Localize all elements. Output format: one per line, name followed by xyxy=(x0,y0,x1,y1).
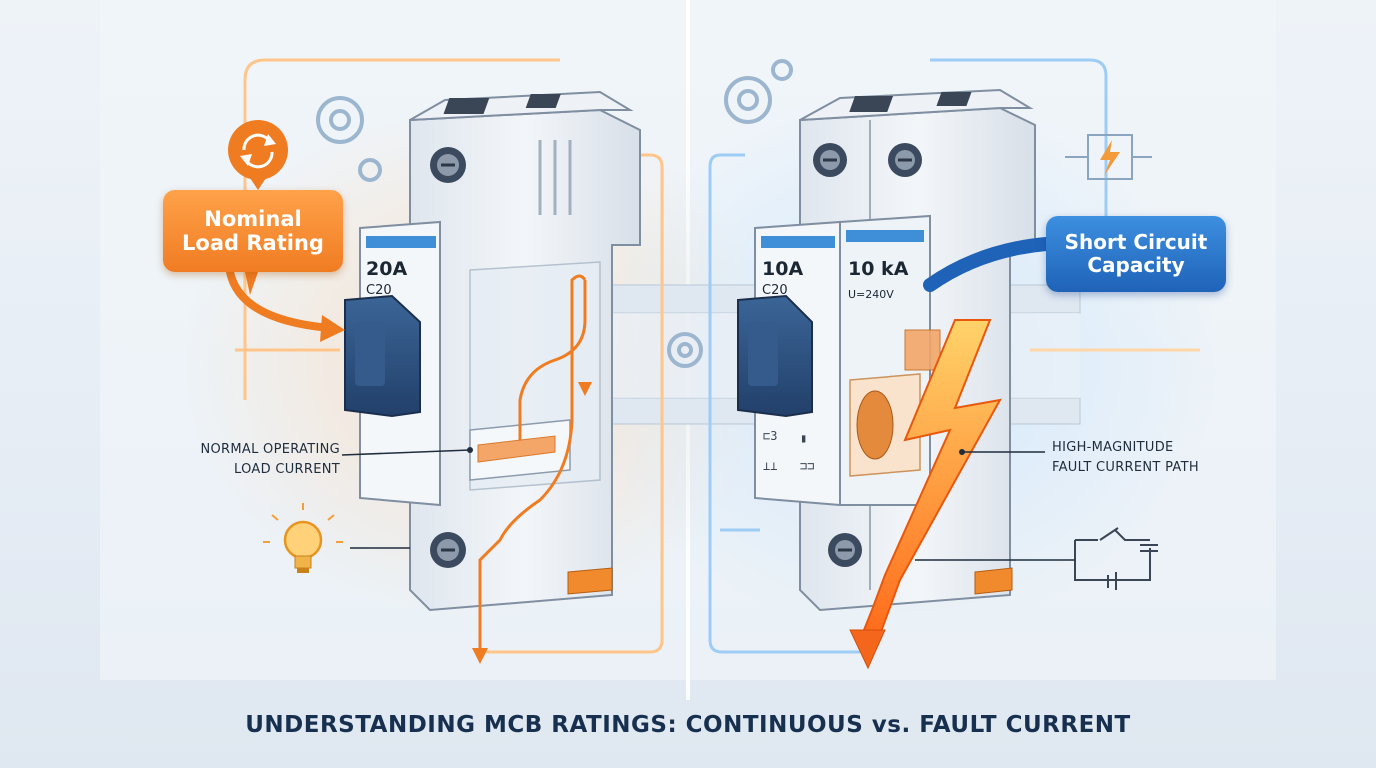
left-wire-right xyxy=(480,153,664,654)
left-rating: 20A xyxy=(366,258,408,280)
lightbulb-icon xyxy=(263,503,343,573)
gear-icon xyxy=(316,59,793,368)
left-current-path-up xyxy=(518,280,587,440)
switch-circuit-icon xyxy=(1065,134,1152,180)
nominal-load-rating-callout: Nominal Load Rating xyxy=(163,190,343,272)
callout-line1: Short Circuit xyxy=(1064,230,1208,254)
left-breaker xyxy=(344,90,641,612)
svg-text:⊐⊐: ⊐⊐ xyxy=(800,459,814,473)
left-arrow-head xyxy=(472,648,488,664)
left-current-path-down xyxy=(478,274,587,650)
short-circuit-capacity-callout: Short Circuit Capacity xyxy=(1046,216,1226,292)
callout-line2: Capacity xyxy=(1087,253,1185,277)
page-title: UNDERSTANDING MCB RATINGS: CONTINUOUS vs… xyxy=(245,712,1131,738)
orange-callout-arrow-head xyxy=(320,315,345,342)
leader-normal-current xyxy=(341,449,471,456)
right-wire-left xyxy=(708,153,860,654)
blue-callout-tail xyxy=(923,237,1053,292)
right-capacity: 10 kA xyxy=(848,258,909,280)
label-line2: LOAD CURRENT xyxy=(234,461,340,477)
normal-current-label: NORMAL OPERATING LOAD CURRENT xyxy=(150,440,340,479)
svg-text:⊥⊥: ⊥⊥ xyxy=(763,459,777,473)
svg-text:⊏3: ⊏3 xyxy=(763,429,777,443)
label-line1: HIGH-MAGNITUDE xyxy=(1052,440,1174,455)
orange-callout-arrow xyxy=(226,268,334,332)
lightning-bolt-icon xyxy=(849,319,1002,670)
label-line1: NORMAL OPERATING xyxy=(200,442,340,457)
label-line2: FAULT CURRENT PATH xyxy=(1052,459,1199,475)
right-voltage: U=240V xyxy=(848,288,894,301)
callout-line2: Load Rating xyxy=(182,231,324,255)
left-curve: C20 xyxy=(366,283,392,298)
callout-line1: Nominal xyxy=(204,206,302,231)
right-curve: C20 xyxy=(762,283,788,298)
right-wire-top xyxy=(930,58,1108,220)
right-rating: 10A xyxy=(762,258,804,280)
orange-callout-tail-top xyxy=(245,272,258,295)
refresh-icon xyxy=(228,120,288,190)
left-wire-top xyxy=(243,58,560,400)
fault-path-label: HIGH-MAGNITUDE FAULT CURRENT PATH xyxy=(1052,438,1252,477)
svg-text:▮: ▮ xyxy=(800,431,807,445)
left-arrow-head-mid xyxy=(578,382,592,396)
